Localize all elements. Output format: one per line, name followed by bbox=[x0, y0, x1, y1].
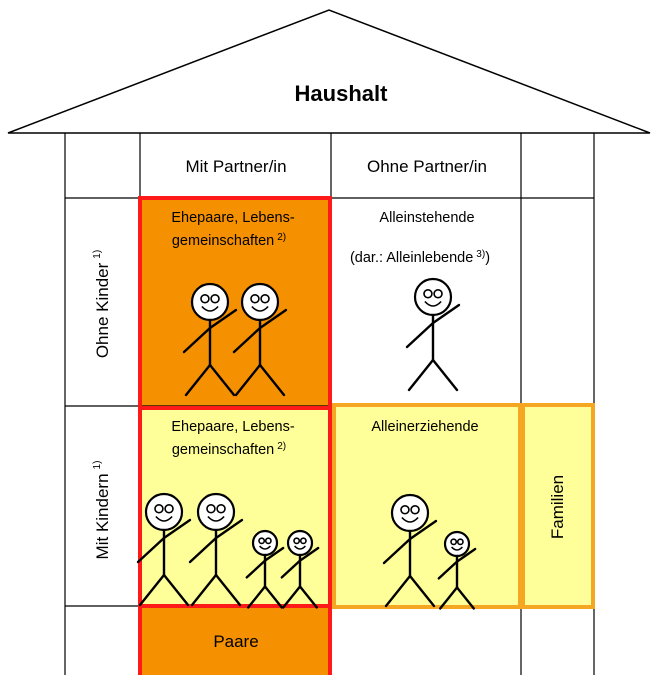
child-figure-icon bbox=[280, 529, 320, 609]
adult-figure-icon bbox=[382, 493, 438, 608]
cell-families-bg bbox=[523, 405, 593, 607]
roof-title: Haushalt bbox=[295, 81, 389, 106]
row-header-without-children: Ohne Kinder1) bbox=[92, 250, 112, 358]
roof bbox=[7, 9, 651, 134]
families-border bbox=[521, 403, 595, 609]
adult-figure-icon bbox=[188, 492, 244, 607]
couples-no-children-line1: Ehepaare, Lebens- bbox=[171, 210, 295, 226]
single-parents-border bbox=[332, 403, 522, 609]
cell-couples-bg bbox=[140, 606, 330, 675]
child-figure-icon bbox=[437, 530, 477, 610]
adult-figure-icon bbox=[405, 277, 461, 392]
column-header-without-partner: Ohne Partner/in bbox=[367, 157, 487, 176]
adult-figure-icon bbox=[232, 282, 288, 397]
couples-label: Paare bbox=[213, 632, 258, 651]
adult-figure-icon bbox=[136, 492, 192, 607]
child-figure-icon bbox=[245, 529, 285, 609]
column-header-with-partner: Mit Partner/in bbox=[185, 157, 286, 176]
adult-figure-icon bbox=[182, 282, 238, 397]
families-label: Familien bbox=[548, 475, 567, 539]
single-parents-label: Alleinerziehende bbox=[371, 419, 478, 435]
singles-label: Alleinstehende bbox=[379, 210, 474, 226]
couples-with-children-line1: Ehepaare, Lebens- bbox=[171, 419, 295, 435]
row-header-with-children: Mit Kindern1) bbox=[92, 461, 112, 560]
couples-border bbox=[138, 604, 332, 675]
cell-couples-no-children-bg bbox=[140, 198, 330, 408]
